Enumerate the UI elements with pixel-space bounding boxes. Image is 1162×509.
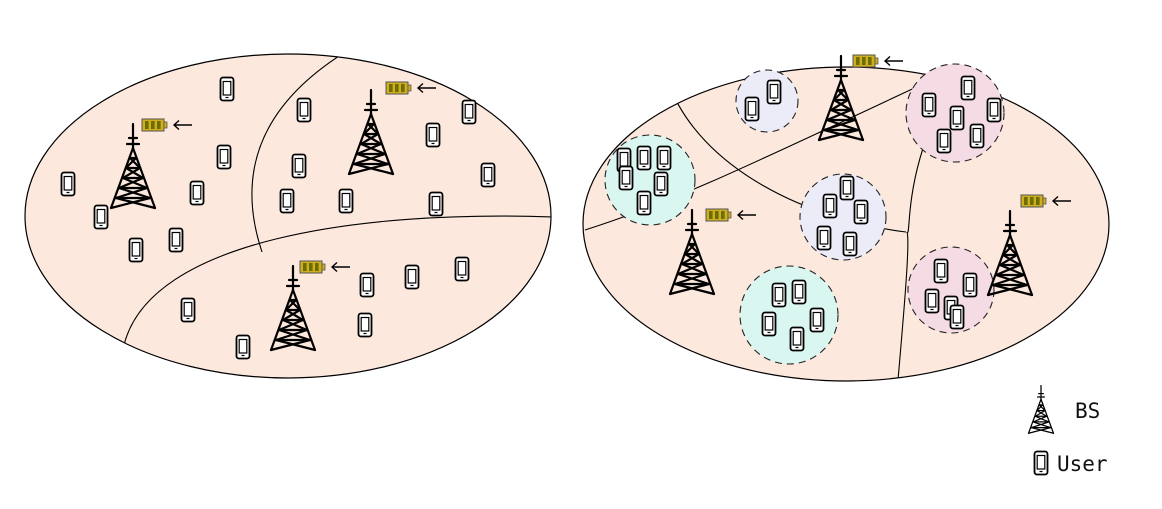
tower-icon	[1027, 385, 1055, 434]
user-device	[636, 190, 652, 216]
user-device	[338, 188, 354, 214]
user-device	[168, 227, 184, 253]
user-device	[771, 282, 787, 308]
user-cluster	[739, 265, 839, 365]
user-device	[128, 237, 144, 263]
user-device	[924, 288, 940, 314]
user-device	[809, 307, 825, 333]
user-device	[357, 312, 373, 338]
user-device	[761, 311, 777, 337]
legend-user-label: User	[1057, 452, 1108, 476]
user-device	[986, 97, 1002, 123]
user-device	[853, 199, 869, 225]
user-device	[969, 123, 985, 149]
user-device	[766, 79, 782, 105]
user-device	[791, 279, 807, 305]
user-device	[962, 272, 978, 298]
user-device	[949, 105, 965, 131]
user-device	[279, 188, 295, 214]
user-device	[921, 92, 937, 118]
left-network	[24, 53, 552, 379]
user-device	[461, 99, 477, 125]
user-device	[428, 191, 444, 217]
legend: BS User	[1027, 385, 1108, 476]
user-device	[425, 122, 441, 148]
user-device	[816, 225, 832, 251]
user-device	[216, 144, 232, 170]
battery-indicator	[852, 54, 904, 68]
user-device	[618, 165, 634, 191]
user-device	[180, 297, 196, 323]
user-device	[839, 175, 855, 201]
user-device	[960, 75, 976, 101]
left-cell-boundaries	[123, 54, 551, 346]
user-device	[936, 128, 952, 154]
user-device	[93, 204, 109, 230]
user-device	[291, 153, 307, 179]
user-device	[60, 171, 76, 197]
user-device	[636, 145, 652, 171]
user-device	[842, 231, 858, 257]
user-device	[454, 256, 470, 282]
user-device	[789, 326, 805, 352]
user-device	[189, 180, 205, 206]
user-device	[949, 304, 965, 330]
user-device	[933, 258, 949, 284]
user-device	[653, 171, 669, 197]
user-device	[822, 193, 838, 219]
legend-bs-label: BS	[1075, 399, 1100, 423]
user-device	[296, 97, 312, 123]
left-coverage-area	[24, 53, 552, 379]
phone-icon	[1033, 450, 1049, 476]
user-device	[480, 162, 496, 188]
user-device	[404, 264, 420, 290]
user-device	[656, 145, 672, 171]
user-device	[359, 272, 375, 298]
user-device	[219, 76, 235, 102]
user-device	[744, 96, 760, 122]
right-network	[582, 54, 1110, 382]
user-device	[235, 334, 251, 360]
